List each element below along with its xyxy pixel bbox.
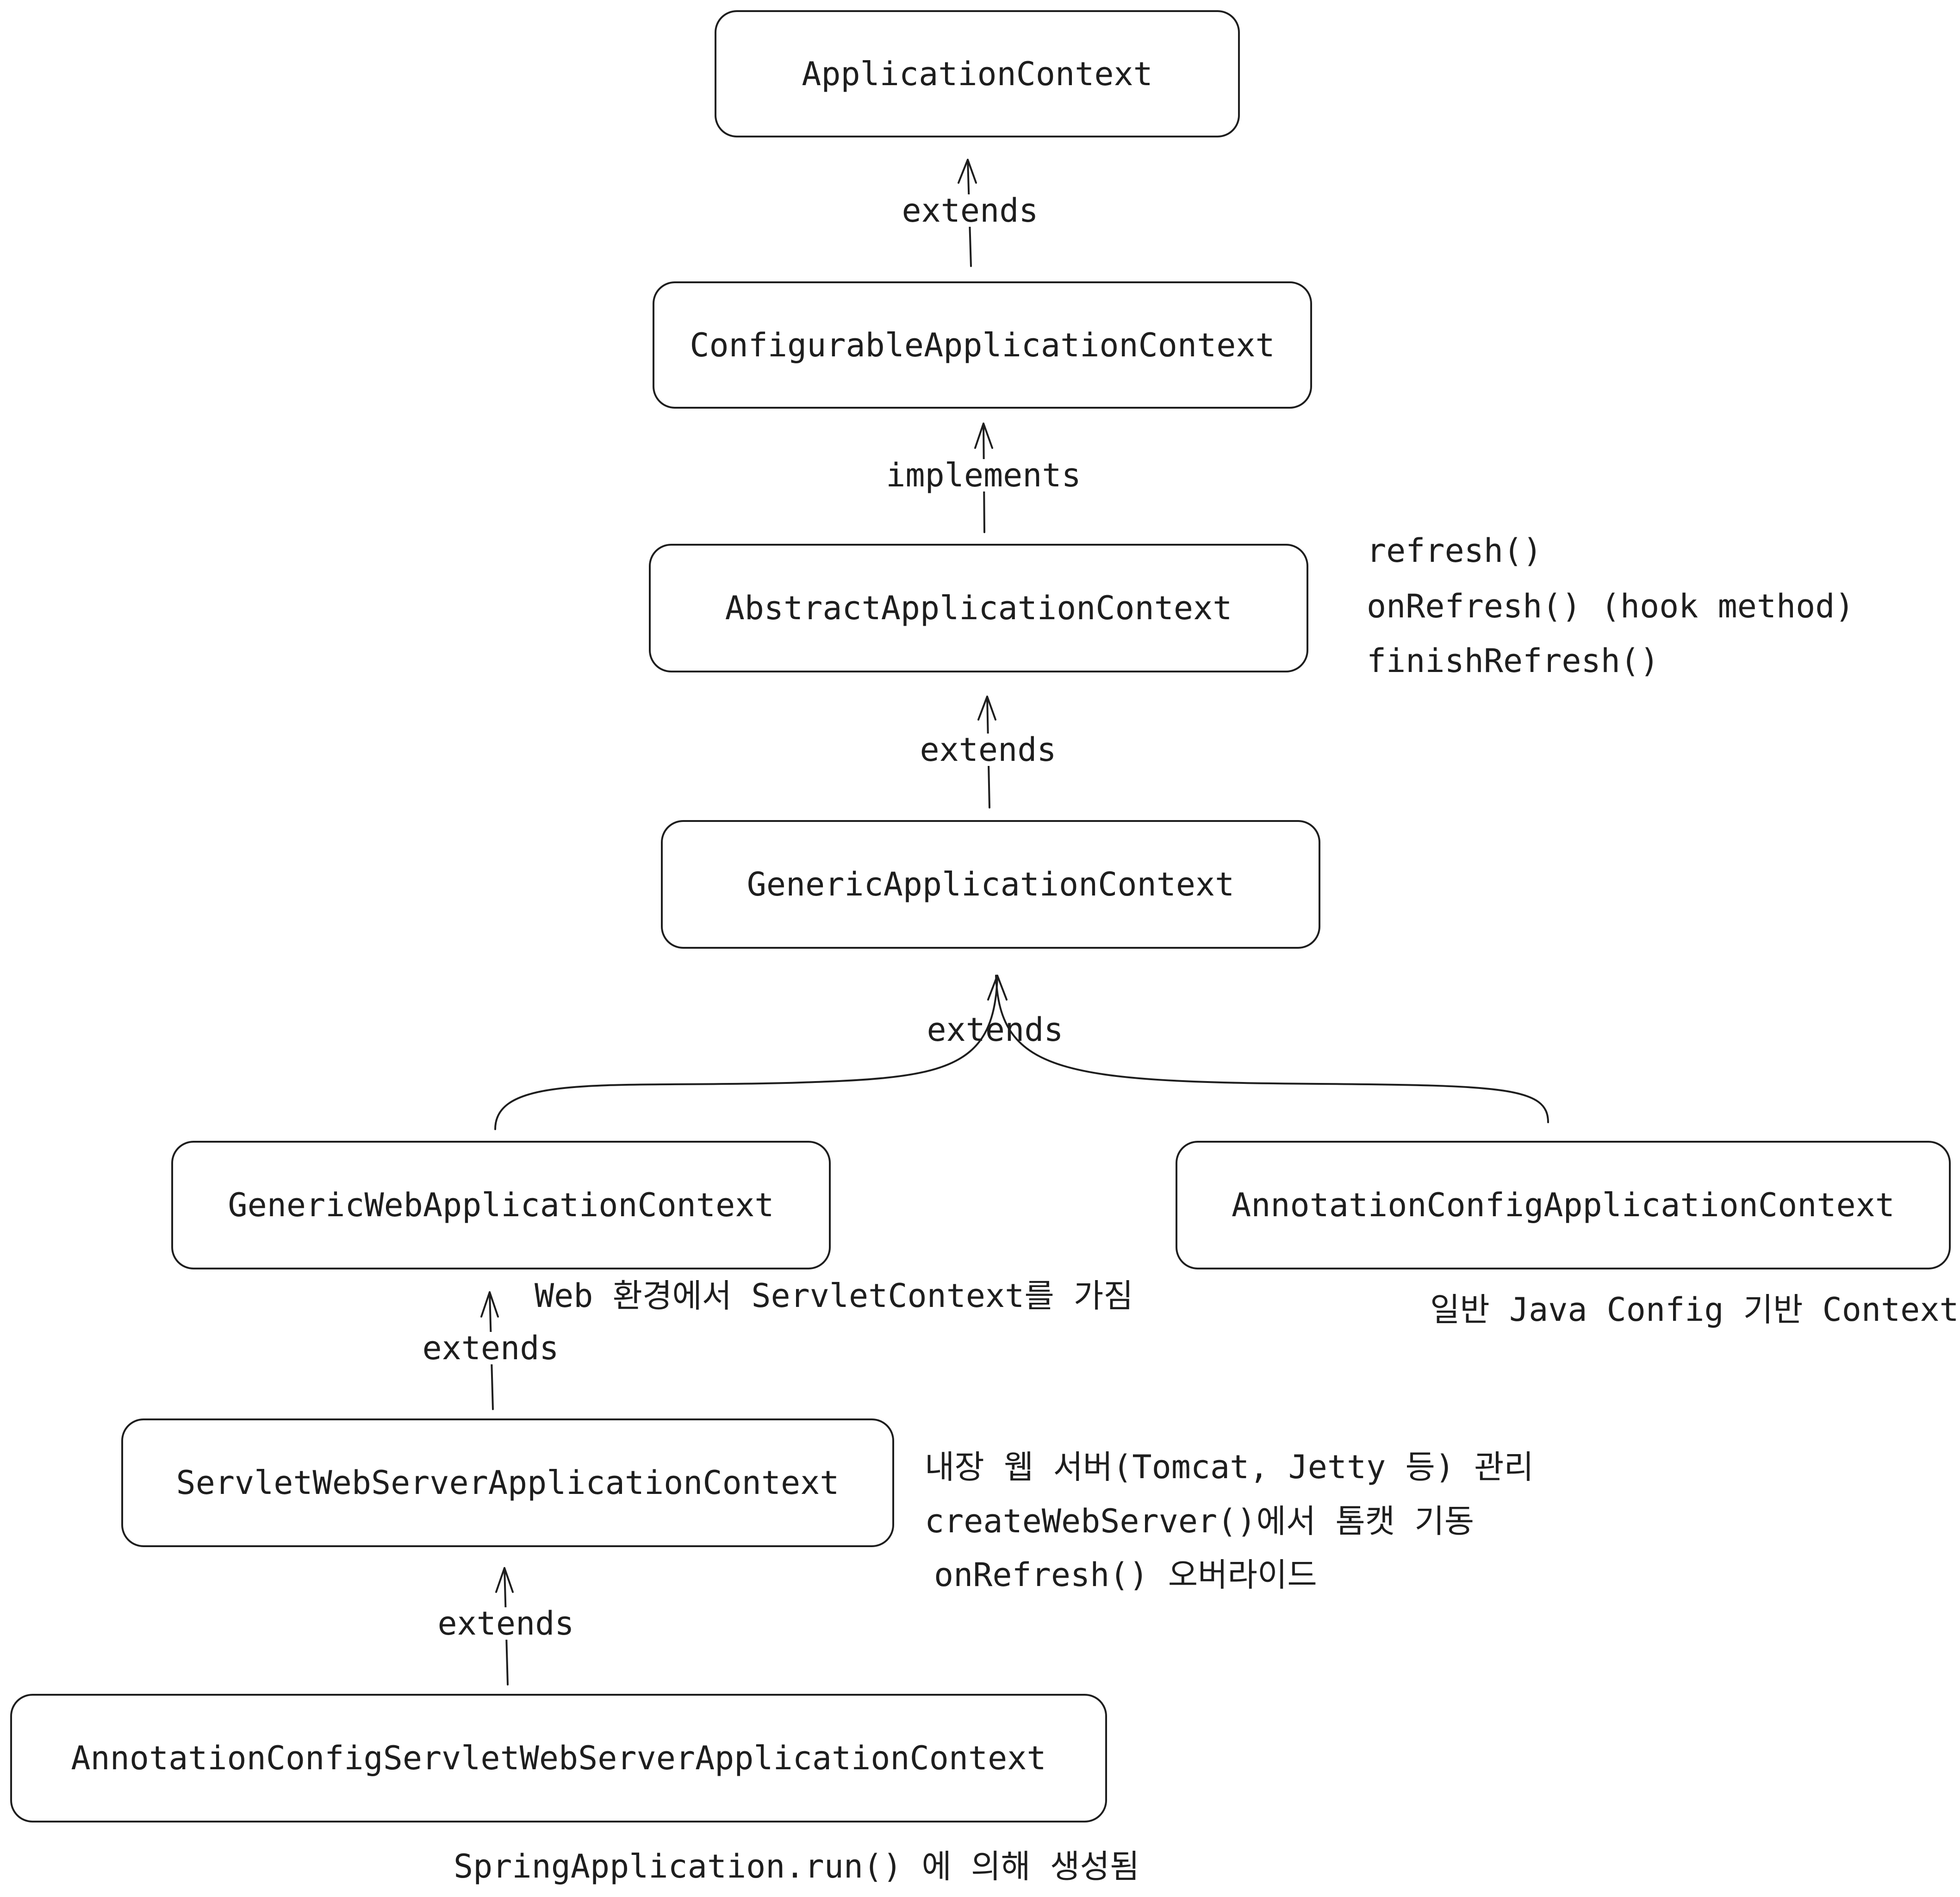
note-servlet-web-server-line-2: createWebServer()에서 톰캣 기동 — [925, 1502, 1475, 1540]
note-annotation-config: 일반 Java Config 기반 Context — [1430, 1291, 1959, 1329]
note-abstract-method-refresh: refresh() — [1367, 532, 1543, 570]
edge-label-extends: extends — [916, 734, 1060, 766]
note-annotation-servlet: SpringApplication.run() 에 의해 생성됨 — [454, 1847, 1140, 1885]
note-servlet-web-server-line-1: 내장 웹 서버(Tomcat, Jetty 등) 관리 — [925, 1448, 1534, 1486]
node-servlet-web-server-application-context: ServletWebServerApplicationContext — [121, 1418, 894, 1547]
edge-label-extends: extends — [898, 194, 1042, 227]
edge-label-implements: implements — [882, 459, 1085, 491]
node-annotation-config-application-context: AnnotationConfigApplicationContext — [1176, 1141, 1951, 1269]
edge-label-extends: extends — [434, 1607, 578, 1640]
node-annotation-config-servlet-web-server-application-context: AnnotationConfigServletWebServerApplicat… — [10, 1694, 1107, 1822]
node-abstract-application-context: AbstractApplicationContext — [649, 544, 1308, 672]
node-generic-web-application-context: GenericWebApplicationContext — [171, 1141, 831, 1269]
note-servlet-web-server-line-3: onRefresh() 오버라이드 — [934, 1556, 1317, 1594]
node-application-context: ApplicationContext — [715, 10, 1240, 137]
node-generic-application-context: GenericApplicationContext — [661, 820, 1320, 949]
edge-label-extends: extends — [418, 1332, 563, 1364]
arrow-genericweb-to-generic — [494, 975, 998, 1130]
arrow-annotationconfig-to-generic — [995, 975, 1549, 1123]
note-generic-web: Web 환경에서 ServletContext를 가짐 — [535, 1277, 1133, 1315]
arrowhead-generic-bottom — [987, 975, 1008, 1001]
edge-label-extends: extends — [927, 1011, 1064, 1049]
note-abstract-method-finishrefresh: finishRefresh() — [1367, 642, 1660, 680]
node-configurable-application-context: ConfigurableApplicationContext — [653, 281, 1312, 409]
note-abstract-method-onrefresh: onRefresh() (hook method) — [1367, 587, 1854, 625]
